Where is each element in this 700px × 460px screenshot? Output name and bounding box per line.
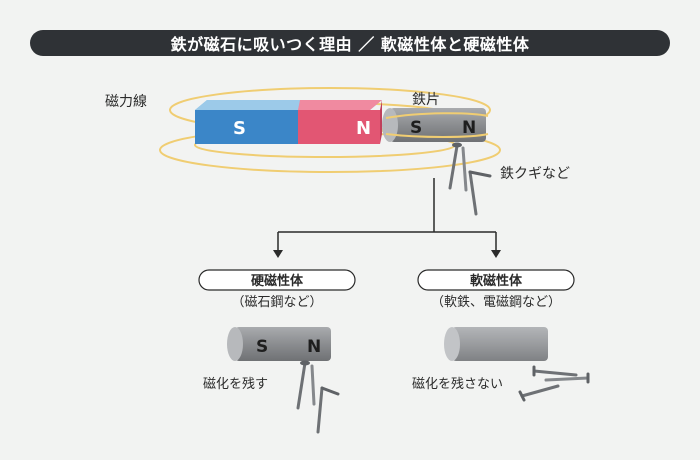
field-line-through-iron (385, 112, 489, 119)
nails-hard (296, 360, 340, 434)
nail-icon (448, 142, 462, 190)
bar-magnet: S N (195, 100, 382, 144)
arrow-down-icon (491, 250, 501, 258)
arrow-down-icon (273, 250, 283, 258)
soft-magnetic-caption: 磁化を残さない (412, 377, 503, 392)
magnet-s-label: S (233, 118, 246, 139)
nails-label: 鉄クギなど (500, 166, 570, 182)
soft-magnetic-examples: （軟鉄、電磁鋼など） (431, 294, 561, 310)
nail-icon (296, 360, 310, 410)
hard-cylinder-s-label: S (256, 337, 268, 357)
title-bar: 鉄が磁石に吸いつく理由 ／ 軟磁性体と硬磁性体 (30, 30, 670, 56)
hard-magnetic-examples: （磁石鋼など） (231, 295, 322, 310)
iron-piece-s-label: S (410, 118, 422, 138)
hard-magnetic-label-box: 硬磁性体 (198, 269, 356, 291)
nail-icon (544, 372, 590, 384)
diagram-title: 鉄が磁石に吸いつく理由 ／ 軟磁性体と硬磁性体 (170, 35, 530, 54)
nail-icon (316, 386, 340, 434)
nail-icon (461, 146, 468, 192)
soft-magnetic-name: 軟磁性体 (470, 273, 523, 289)
soft-magnetic-label-box: 軟磁性体 (417, 269, 575, 291)
iron-piece-end (382, 108, 398, 142)
nail-icon (468, 170, 492, 216)
iron-piece-n-label: N (462, 118, 476, 138)
nails-soft (518, 365, 590, 402)
hard-magnetic-caption: 磁化を残す (203, 377, 268, 392)
nail-icon (518, 384, 560, 402)
iron-piece: S N (382, 108, 486, 142)
magnet-n-label: N (356, 118, 371, 139)
branch-connector (277, 178, 497, 252)
nail-icon (532, 365, 578, 377)
hard-magnetic-cylinder: S N (227, 327, 331, 361)
field-line-label: 磁力線 (105, 94, 147, 110)
iron-piece-label: 鉄片 (412, 92, 440, 108)
hard-magnetic-name: 硬磁性体 (251, 273, 304, 289)
nail-icon (310, 364, 316, 406)
nails-top (448, 142, 492, 216)
magnet-s-pole (195, 110, 298, 144)
soft-magnetic-cylinder (444, 327, 548, 361)
hard-cylinder-n-label: N (307, 337, 321, 357)
magnet-n-pole (298, 110, 380, 144)
